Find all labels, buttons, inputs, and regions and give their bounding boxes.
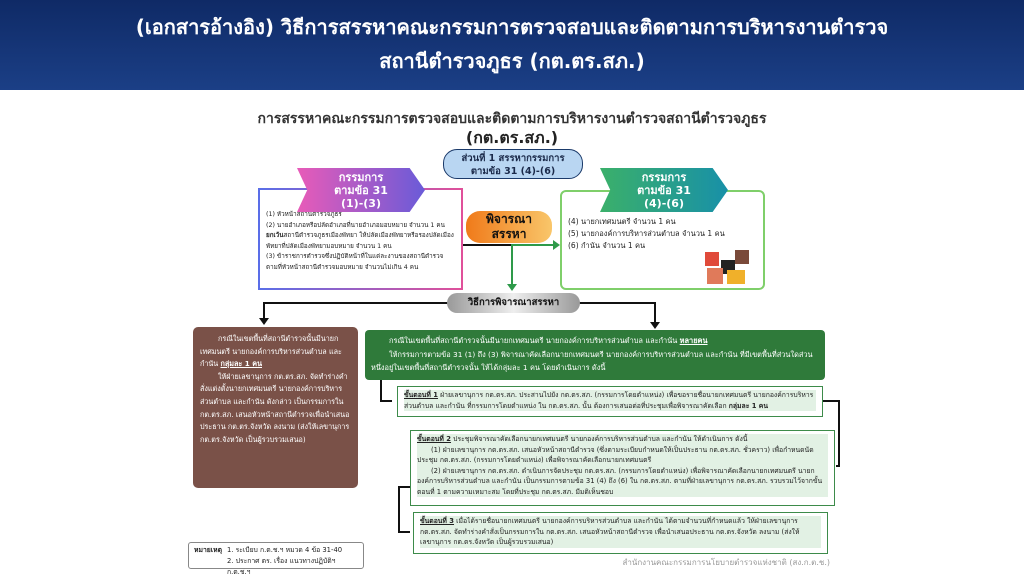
emphasis: หลายคน: [679, 336, 708, 345]
single-case-box: กรณีในเขตพื้นที่สถานีตำรวจนั้นมีนายกเทศม…: [193, 327, 358, 488]
step-2-box: ขั้นตอนที่ 2 ประชุมพิจารณาคัดเลือกนายกเท…: [410, 430, 835, 506]
section-pill: ส่วนที่ 1 สรรหากรรมการ ตามข้อ 31 (4)-(6): [443, 149, 583, 179]
connector-line: [463, 244, 513, 246]
left-item: (3) ข้าราชการตำรวจซึ่งปฏิบัติหน้าที่ในแต…: [266, 253, 444, 271]
text: ประชุมพิจารณาคัดเลือกนายกเทศมนตรี นายกอง…: [451, 435, 748, 443]
arrow-down-icon: [507, 284, 517, 291]
ribbon-line: ตามข้อ 31: [637, 184, 691, 197]
puzzle-illustration-icon: [697, 246, 757, 284]
connector-line: [838, 400, 840, 466]
header-banner: (เอกสารอ้างอิง) วิธีการสรรหาคณะกรรมการตร…: [0, 0, 1024, 90]
note-item: 2. ประกาศ ตร. เรื่อง แนวทางปฏิบัติฯ ก.ต.…: [226, 557, 336, 576]
step-label: ขั้นตอนที่ 3: [420, 517, 455, 525]
text: กรณีในเขตพื้นที่สถานีตำรวจนั้นมีนายกเทศม…: [389, 336, 680, 345]
step-label: ขั้นตอนที่ 2: [417, 435, 452, 443]
ribbon-line: กรรมการ: [338, 171, 384, 184]
step-2-sub: (2) ฝ่ายเลขานุการ กต.ตร.สภ. ดำเนินการจัด…: [417, 465, 828, 497]
step-label: ขั้นตอนที่ 1: [404, 391, 439, 399]
left-group-box: (1) หัวหน้าสถานีตำรวจภูธร (2) นายอำเภอหร…: [258, 188, 463, 290]
step-3-text: ขั้นตอนที่ 3 เมื่อได้รายชื่อนายกเทศมนตรี…: [420, 516, 821, 548]
section-pill-line2: ตามข้อ 31 (4)-(6): [470, 166, 556, 177]
step-3-box: ขั้นตอนที่ 3 เมื่อได้รายชื่อนายกเทศมนตรี…: [413, 512, 828, 554]
note-box: หมายเหตุ 1. ระเบียบ ก.ต.ช.ฯ หมวด 4 ข้อ 3…: [188, 542, 364, 576]
connector-line: [836, 465, 840, 467]
section-pill-line1: ส่วนที่ 1 สรรหากรรมการ: [461, 153, 565, 164]
left-item: ยกเว้นสถานีตำรวจภูธรเมืองพัทยา ให้ปลัดเม…: [266, 231, 455, 252]
header-line2: สถานีตำรวจภูธร (กต.ตร.สภ.): [379, 49, 645, 73]
ribbon-line: (4)-(6): [644, 197, 684, 210]
header-line1: (เอกสารอ้างอิง) วิธีการสรรหาคณะกรรมการตร…: [135, 15, 889, 39]
emphasis: ยกเว้น: [266, 232, 284, 239]
multiple-case-p2: ให้กรรมการตามข้อ 31 (1) ถึง (3) พิจารณาค…: [371, 349, 813, 373]
page-title: การสรรหาคณะกรรมการตรวจสอบและติดตามการบริ…: [257, 111, 767, 127]
ribbon-line: ตามข้อ 31: [334, 184, 388, 197]
right-item: (4) นายกเทศมนตรี จำนวน 1 คน: [568, 217, 676, 226]
method-pill: วิธีการพิจารณาสรรหา: [447, 293, 580, 313]
text: เมื่อได้รายชื่อนายกเทศมนตรี นายกองค์การบ…: [420, 517, 800, 546]
connector-line: [511, 244, 513, 286]
connector-line: [654, 302, 656, 324]
left-ribbon: กรรมการ ตามข้อ 31 (1)-(3): [297, 168, 425, 212]
step-1-box: ขั้นตอนที่ 1 ฝ่ายเลขานุการ กต.ตร.สภ. ประ…: [397, 386, 823, 417]
arrow-right-icon: [553, 240, 560, 250]
consider-recruit-pill: พิจารณา สรรหา: [466, 211, 552, 243]
center-pill-line1: พิจารณา: [486, 212, 532, 226]
arrow-down-icon: [259, 318, 269, 325]
connector-line: [513, 244, 556, 246]
page-subtitle: (กต.ตร.สภ.): [465, 128, 559, 147]
multiple-case-p1: กรณีในเขตพื้นที่สถานีตำรวจนั้นมีนายกเทศม…: [371, 334, 819, 348]
emphasis: กลุ่มละ 1 คน: [220, 359, 263, 369]
left-item-text: สถานีตำรวจภูธรเมืองพัทยา ให้ปลัดเมืองพัท…: [266, 232, 454, 250]
step-2-text: ขั้นตอนที่ 2 ประชุมพิจารณาคัดเลือกนายกเท…: [417, 434, 828, 445]
text: กรณีในเขตพื้นที่สถานีตำรวจนั้นมีนายกเทศม…: [200, 334, 342, 369]
multiple-case-box: กรณีในเขตพื้นที่สถานีตำรวจนั้นมีนายกเทศม…: [365, 330, 825, 380]
right-ribbon: กรรมการ ตามข้อ 31 (4)-(6): [600, 168, 728, 212]
right-item: (6) กำนัน จำนวน 1 คน: [568, 241, 646, 250]
text: ฝ่ายเลขานุการ กต.ตร.สภ. ประสานไปยัง กต.ต…: [404, 391, 814, 410]
left-item: (2) นายอำเภอหรือปลัดอำเภอที่นายอำเภอมอบห…: [266, 221, 445, 229]
emphasis: กลุ่มละ 1 คน: [728, 401, 768, 410]
connector-line: [398, 486, 400, 532]
arrow-down-icon: [650, 322, 660, 329]
step-2-sub: (1) ฝ่ายเลขานุการ กต.ตร.สภ. เสนอหัวหน้าส…: [417, 444, 828, 466]
connector-line: [263, 302, 265, 320]
center-pill-line2: สรรหา: [491, 227, 527, 241]
single-case-p1: กรณีในเขตพื้นที่สถานีตำรวจนั้นมีนายกเทศม…: [200, 333, 351, 371]
single-case-p2: ให้ฝ่ายเลขานุการ กต.ตร.สภ. จัดทำร่างคำสั…: [200, 371, 350, 444]
step-1-text: ขั้นตอนที่ 1 ฝ่ายเลขานุการ กต.ตร.สภ. ประ…: [404, 390, 816, 411]
connector-line: [398, 531, 410, 533]
note-label: หมายเหตุ: [194, 546, 222, 554]
footer-agency: สำนักงานคณะกรรมการนโยบายตำรวจแห่งชาติ (ส…: [622, 558, 830, 567]
connector-line: [380, 380, 382, 402]
connector-line: [380, 400, 392, 402]
right-item: (5) นายกองค์การบริหารส่วนตำบล จำนวน 1 คน: [568, 229, 725, 238]
ribbon-line: กรรมการ: [641, 171, 687, 184]
ribbon-line: (1)-(3): [341, 197, 381, 210]
left-item: (1) หัวหน้าสถานีตำรวจภูธร: [266, 211, 342, 218]
connector-line: [823, 400, 839, 402]
note-items: 1. ระเบียบ ก.ต.ช.ฯ หมวด 4 ข้อ 31-40 2. ปร…: [226, 545, 358, 576]
connector-line: [398, 486, 410, 488]
note-item: 1. ระเบียบ ก.ต.ช.ฯ หมวด 4 ข้อ 31-40: [226, 546, 343, 554]
